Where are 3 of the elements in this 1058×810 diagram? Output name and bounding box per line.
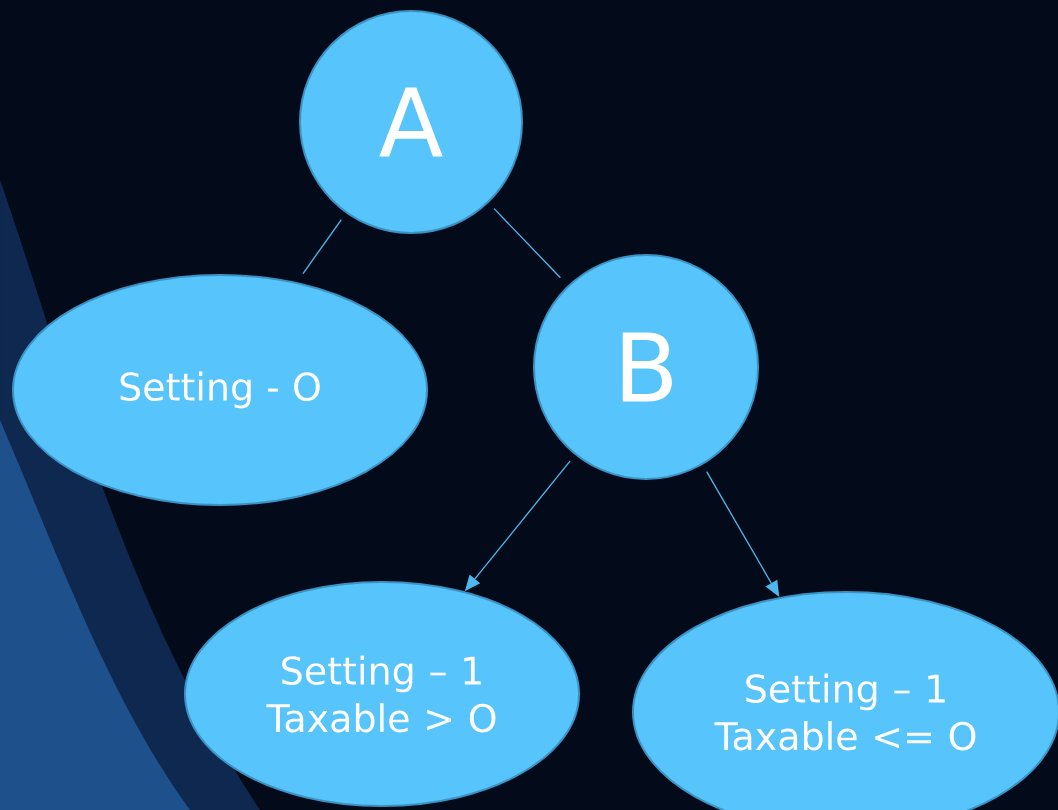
arrow bbox=[706, 471, 780, 597]
connector-line bbox=[302, 219, 343, 275]
connector-line bbox=[493, 207, 562, 279]
